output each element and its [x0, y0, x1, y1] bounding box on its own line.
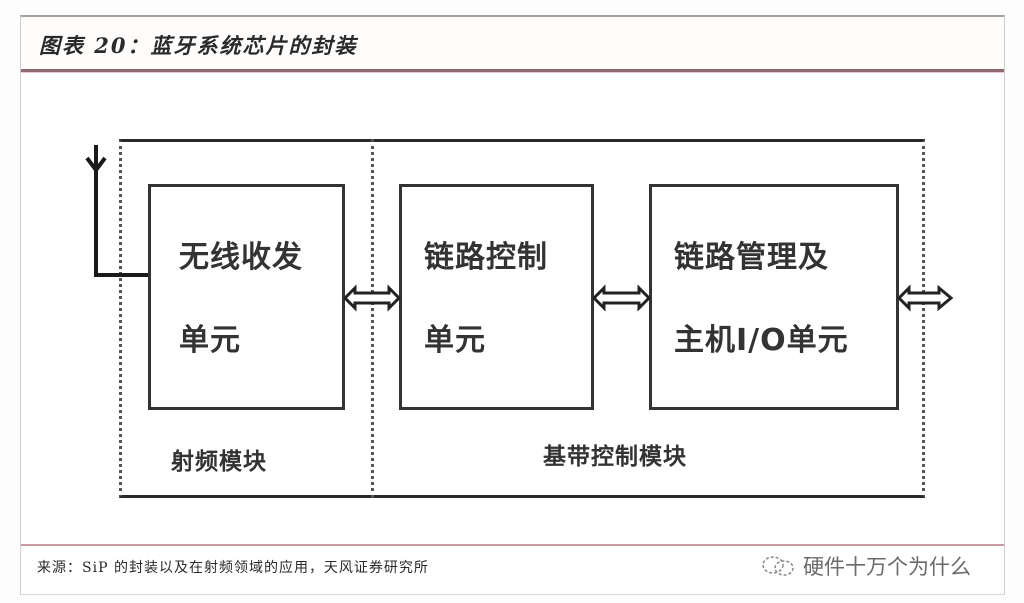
figure-title: 图表 20：蓝牙系统芯片的封装: [39, 33, 358, 58]
unit-label-line1: 无线收发: [179, 240, 303, 275]
bidirectional-arrow-icon: [896, 284, 954, 312]
watermark-text: 硬件十万个为什么: [803, 555, 971, 579]
unit-link-manager-host-io: 链路管理及 主机I/O单元: [649, 184, 899, 410]
wechat-icon: [762, 556, 794, 576]
bidirectional-arrow-icon: [591, 284, 652, 312]
footer-divider: [21, 544, 1004, 546]
unit-label-line2: 主机I/O单元: [674, 323, 849, 358]
module-divider: [371, 139, 374, 498]
figure-card: 图表 20：蓝牙系统芯片的封装 无线收发 单元 链路控制 单元 链路管理及 主机…: [20, 15, 1005, 595]
source-note: 来源：SiP 的封装以及在射频领域的应用，天风证券研究所: [37, 560, 429, 576]
module-label-baseband: 基带控制模块: [543, 444, 687, 470]
unit-label-line1: 链路控制: [424, 240, 548, 275]
unit-label-line2: 单元: [424, 323, 486, 358]
antenna-icon: [85, 145, 148, 277]
unit-label-line2: 单元: [179, 323, 241, 358]
connector-layer: [85, 145, 954, 312]
unit-rf-transceiver: 无线收发 单元: [148, 184, 345, 410]
bidirectional-arrow-icon: [342, 284, 402, 312]
chip-package-frame: [119, 139, 925, 498]
module-label-rf: 射频模块: [171, 449, 267, 475]
watermark: 硬件十万个为什么: [761, 551, 971, 581]
unit-link-controller: 链路控制 单元: [399, 184, 594, 410]
title-band: 图表 20：蓝牙系统芯片的封装: [21, 17, 1004, 72]
unit-label-line1: 链路管理及: [674, 240, 829, 275]
